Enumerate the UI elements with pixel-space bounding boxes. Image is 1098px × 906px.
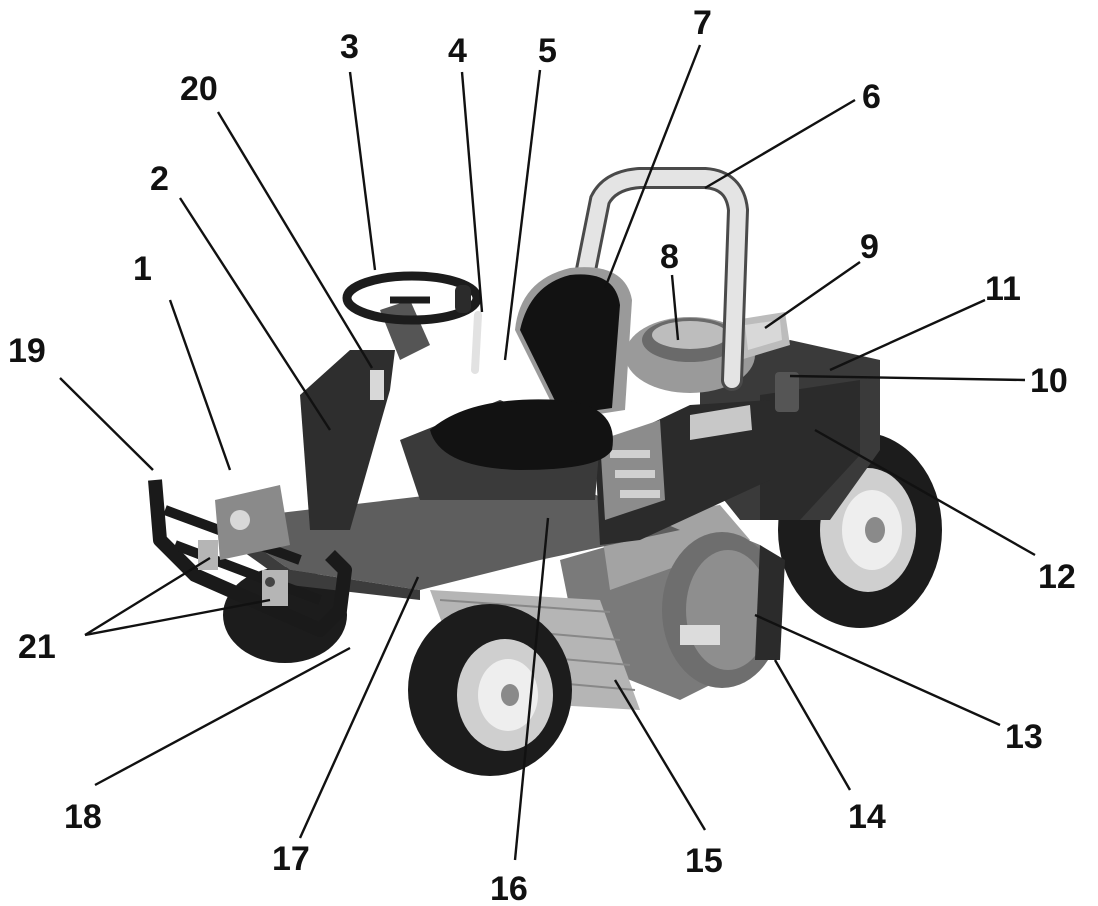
- leader-line-18: [94, 646, 351, 787]
- callout-19: 19: [8, 332, 46, 370]
- leader-line-19: [59, 377, 154, 471]
- callout-numbers: 1 2 3 4 5 6 7 8 9 10 11 12 13 14 15 16 1…: [8, 4, 1076, 906]
- leader-line-6: [704, 98, 856, 190]
- control-lever: [471, 311, 482, 374]
- leader-line-16: [513, 517, 550, 861]
- leader-line-11: [829, 298, 986, 372]
- leader-line-12: [814, 428, 1036, 557]
- air-filter: [735, 312, 790, 360]
- callout-12: 12: [1038, 558, 1076, 596]
- front-right-wheel: [408, 604, 572, 776]
- callout-5: 5: [538, 32, 557, 70]
- callout-6: 6: [862, 78, 881, 116]
- hitch-brackets: [198, 540, 288, 606]
- callout-9: 9: [860, 228, 879, 266]
- leader-line-14: [773, 659, 852, 791]
- callout-10: 10: [1030, 362, 1068, 400]
- callout-14: 14: [848, 798, 886, 836]
- callout-20: 20: [180, 70, 218, 108]
- leader-line-10: [789, 374, 1026, 382]
- leader-line-9: [764, 261, 861, 329]
- callout-1: 1: [133, 250, 152, 288]
- leader-line-3: [348, 71, 377, 271]
- callout-21: 21: [18, 628, 56, 666]
- leader-line-17: [298, 576, 420, 839]
- mower-illustration: [148, 167, 942, 776]
- leader-line-8: [670, 274, 680, 341]
- rollbar: [569, 167, 750, 391]
- leader-line-5: [503, 69, 542, 361]
- leader-line-2: [178, 197, 332, 431]
- callout-2: 2: [150, 160, 169, 198]
- leader-line-7: [603, 44, 702, 289]
- leader-line-13: [754, 613, 1001, 727]
- seat: [430, 267, 632, 470]
- callout-8: 8: [660, 238, 679, 276]
- leader-line-4: [460, 71, 484, 313]
- leader-line-21b: [84, 598, 271, 637]
- callout-3: 3: [340, 28, 359, 66]
- callout-13: 13: [1005, 718, 1043, 756]
- callout-7: 7: [693, 4, 712, 42]
- callout-11: 11: [985, 270, 1021, 308]
- leader-line-1: [168, 299, 232, 471]
- callout-15: 15: [685, 842, 723, 880]
- callout-16: 16: [490, 870, 528, 906]
- callout-4: 4: [448, 32, 467, 70]
- callout-17: 17: [272, 840, 310, 878]
- leader-line-21a: [84, 556, 211, 637]
- leader-lines: [59, 44, 1036, 861]
- callout-18: 18: [64, 798, 102, 836]
- steering-wheel: [342, 271, 482, 325]
- front-mount-plate: [215, 485, 290, 560]
- leader-line-15: [613, 679, 707, 831]
- leader-line-20: [216, 111, 374, 369]
